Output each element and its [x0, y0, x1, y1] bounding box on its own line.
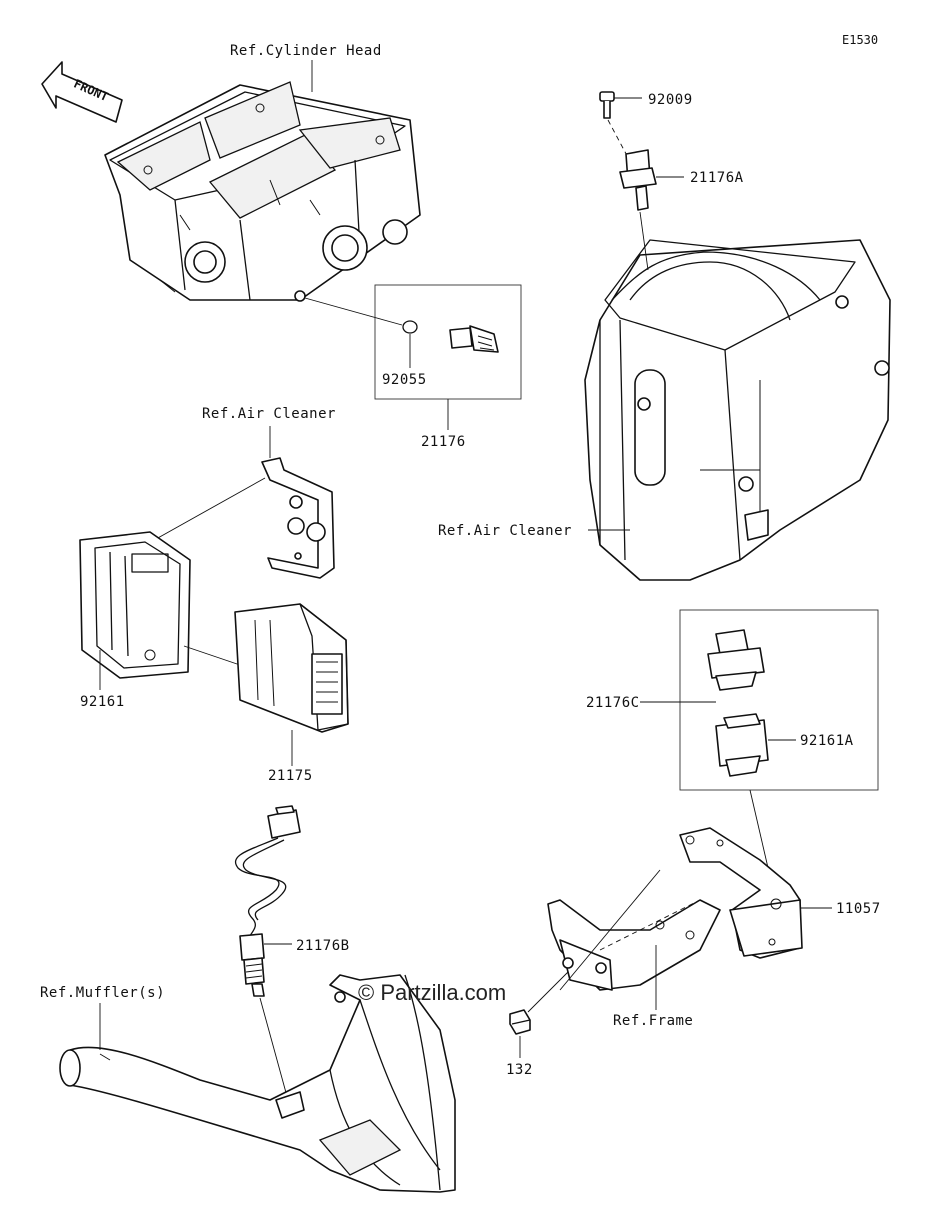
- muffler-drawing: [59, 974, 456, 1193]
- part-21175-label: 21175: [268, 768, 313, 784]
- leader-cylinder-to-sensor: [304, 297, 403, 326]
- dashed-frame-line: [599, 899, 701, 951]
- air-cleaner-drawing: [584, 239, 891, 581]
- leader-frame-bracket: [559, 869, 661, 991]
- part-21176B-label: 21176B: [296, 938, 350, 954]
- bolt-132-drawing: [509, 1009, 531, 1035]
- intake-air-temp-sensor-21176A-drawing: [619, 149, 657, 211]
- ref-muffler-label: Ref.Muffler(s): [40, 985, 165, 1001]
- leader-cover-to-ecu: [183, 645, 241, 666]
- leader-muffler-tip: [99, 1053, 111, 1061]
- cylinder-head-drawing: [104, 81, 421, 302]
- part-21176C-label: 21176C: [586, 695, 640, 711]
- part-132-label: 132: [506, 1062, 533, 1078]
- temperature-sensor-21176-drawing: [402, 320, 499, 353]
- part-92161A-label: 92161A: [800, 733, 854, 749]
- part-92055-label: 92055: [382, 372, 427, 388]
- bracket-11057-drawing: [679, 827, 803, 959]
- watermark: © Partzilla.com: [358, 980, 506, 1005]
- leader-21176A-to-air-cleaner: [639, 211, 649, 271]
- ecu-21175-drawing: [234, 603, 349, 733]
- part-92161-label: 92161: [80, 694, 125, 710]
- o2-sensor-21176B-drawing: [235, 805, 301, 997]
- ref-air-cleaner-right-label: Ref.Air Cleaner: [438, 523, 572, 539]
- frame-drawing: [547, 899, 721, 991]
- ref-cylinder-head-label: Ref.Cylinder Head: [230, 43, 382, 59]
- leader-bracket-to-cover: [139, 477, 266, 549]
- part-11057-label: 11057: [836, 901, 881, 917]
- screw-92009-drawing: [599, 91, 615, 119]
- part-21176A-label: 21176A: [690, 170, 744, 186]
- diagram-code: E1530: [842, 33, 878, 47]
- ref-air-cleaner-left-label: Ref.Air Cleaner: [202, 406, 336, 422]
- ref-frame-label: Ref.Frame: [613, 1013, 693, 1029]
- part-92009-label: 92009: [648, 92, 693, 108]
- leader-bolt-to-frame: [527, 971, 569, 1013]
- part-21176-label: 21176: [421, 434, 466, 450]
- bracket-drawing: [261, 457, 335, 579]
- sensor-21176C-drawing: [707, 629, 765, 691]
- leader-sensor-to-pipe: [259, 997, 289, 1101]
- kit-box-21176C: [679, 609, 879, 791]
- front-arrow-icon: FRONT: [41, 61, 123, 123]
- holder-92161A-drawing: [715, 713, 769, 777]
- ecu-cover-92161-drawing: [79, 531, 191, 679]
